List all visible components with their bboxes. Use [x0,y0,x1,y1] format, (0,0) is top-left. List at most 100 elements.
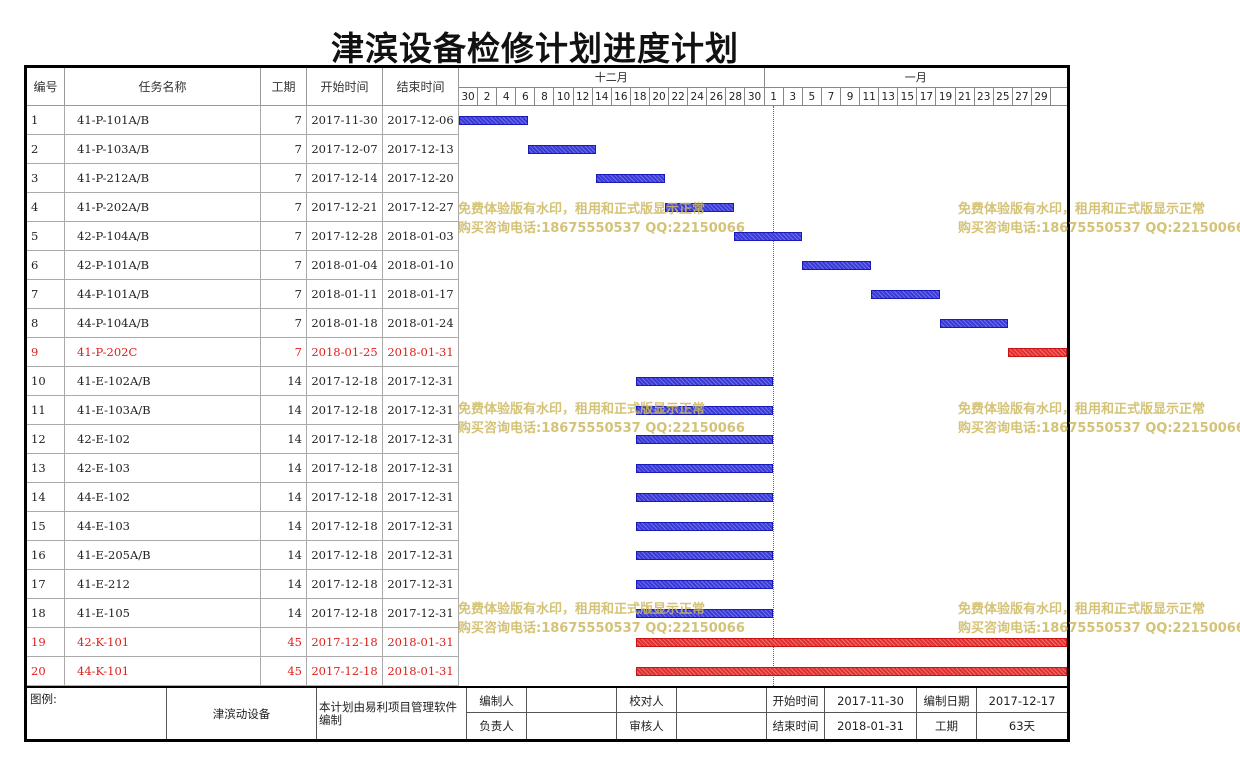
start-value: 2017-11-30 [825,688,917,713]
gantt-bar[interactable] [1008,348,1067,357]
gantt-bar[interactable] [635,609,773,618]
manager-value[interactable] [527,713,617,739]
task-start: 2017-12-18 [307,454,383,483]
col-header-start[interactable]: 开始时间 [307,68,383,106]
gantt-bar[interactable] [635,435,773,444]
start-label: 开始时间 [767,688,825,713]
task-start: 2018-01-18 [307,309,383,338]
day-tick: 10 [555,88,574,106]
reviewer-value[interactable] [677,713,767,739]
company-name: 津滨动设备 [167,688,317,739]
task-name: 41-P-202C [65,338,261,367]
col-header-name[interactable]: 任务名称 [65,68,261,106]
task-duration: 14 [261,425,307,454]
task-duration: 14 [261,541,307,570]
gantt-bar[interactable] [635,377,773,386]
day-tick: 25 [994,88,1013,106]
checker-value[interactable] [677,688,767,713]
task-duration: 14 [261,512,307,541]
task-duration: 7 [261,338,307,367]
day-tick: 1 [765,88,784,106]
task-name: 41-E-212 [65,570,261,599]
date-value: 2017-12-17 [988,693,1056,708]
task-no: 15 [27,512,65,541]
gantt-bar[interactable] [733,232,803,241]
gantt-bar[interactable] [939,319,1009,328]
task-end: 2017-12-31 [383,454,459,483]
task-end: 2017-12-31 [383,396,459,425]
day-tick: 9 [841,88,861,106]
task-no: 19 [27,628,65,657]
day-tick: 14 [593,88,612,106]
day-tick: 29 [1032,88,1052,106]
task-duration: 7 [261,222,307,251]
day-tick: 3 [784,88,803,106]
task-start: 2017-12-18 [307,396,383,425]
task-end: 2017-12-31 [383,599,459,628]
task-duration: 14 [261,483,307,512]
task-start: 2017-12-07 [307,135,383,164]
task-duration: 7 [261,251,307,280]
col-header-no[interactable]: 编号 [27,68,65,106]
task-start: 2017-12-18 [307,599,383,628]
task-name: 44-E-103 [65,512,261,541]
day-tick: 23 [975,88,994,106]
gantt-bar[interactable] [635,638,1067,647]
task-no: 11 [27,396,65,425]
task-start: 2017-12-18 [307,541,383,570]
gantt-bar[interactable] [664,203,734,212]
gantt-bar[interactable] [527,145,597,154]
gantt-bar[interactable] [635,667,1067,676]
gantt-bar[interactable] [635,464,773,473]
gantt-bar[interactable] [635,522,773,531]
end-label: 结束时间 [767,713,825,739]
task-name: 44-K-101 [65,657,261,686]
task-no: 8 [27,309,65,338]
duration-label: 工期 [917,713,977,739]
task-name: 41-P-101A/B [65,106,261,135]
day-tick: 12 [574,88,593,106]
gantt-bar[interactable] [635,406,773,415]
gantt-bar[interactable] [635,551,773,560]
reviewer-label: 审核人 [617,713,677,739]
gantt-bar[interactable] [635,493,773,502]
task-no: 16 [27,541,65,570]
task-name: 41-P-202A/B [65,193,261,222]
gantt-bar[interactable] [870,290,940,299]
task-end: 2018-01-03 [383,222,459,251]
task-end: 2017-12-31 [383,512,459,541]
day-tick: 30 [746,88,765,106]
gantt-bar[interactable] [635,580,773,589]
gantt-bar[interactable] [596,174,665,183]
col-header-duration[interactable]: 工期 [261,68,307,106]
compiler-value[interactable] [527,688,617,713]
gantt-bar[interactable] [802,261,871,270]
task-duration: 45 [261,628,307,657]
col-header-end[interactable]: 结束时间 [383,68,459,106]
date-label: 编制日期 [917,688,977,713]
gantt-bar[interactable] [459,116,528,125]
task-no: 17 [27,570,65,599]
task-duration: 7 [261,106,307,135]
